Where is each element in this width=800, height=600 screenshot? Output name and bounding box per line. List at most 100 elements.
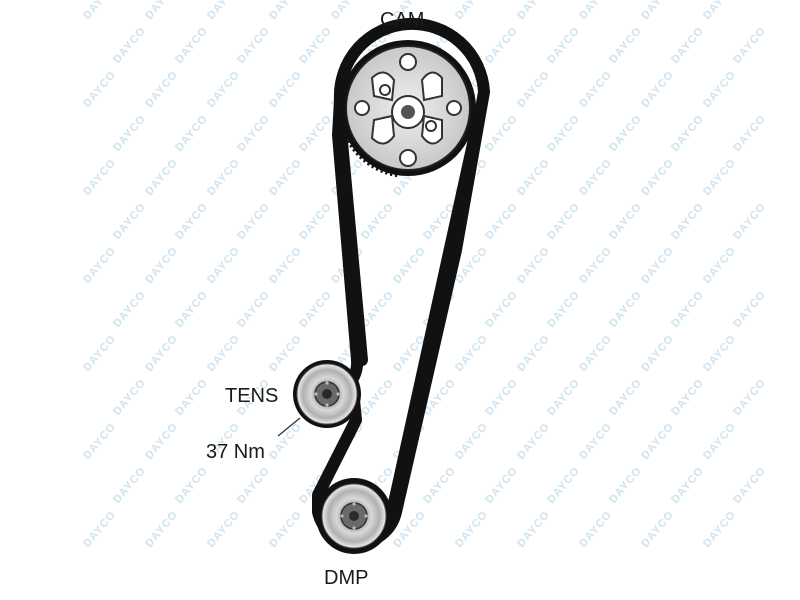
watermark-logo: DAYCO (731, 465, 768, 506)
watermark-logo: DAYCO (235, 25, 272, 66)
watermark-logo: DAYCO (111, 289, 148, 330)
watermark-logo: DAYCO (731, 201, 768, 242)
watermark-logo: DAYCO (81, 157, 118, 198)
watermark-logo: DAYCO (173, 289, 210, 330)
watermark-logo: DAYCO (111, 377, 148, 418)
watermark-logo: DAYCO (483, 201, 520, 242)
watermark-logo: DAYCO (205, 509, 242, 550)
cam-tooth (339, 120, 348, 125)
watermark-logo: DAYCO (483, 113, 520, 154)
watermark-logo: DAYCO (669, 465, 706, 506)
watermark-logo: DAYCO (731, 377, 768, 418)
watermark-logo: DAYCO (173, 113, 210, 154)
watermark-logo: DAYCO (483, 25, 520, 66)
watermark-logo: DAYCO (607, 113, 644, 154)
watermark-logo: DAYCO (607, 465, 644, 506)
damper-hub-dots (340, 502, 368, 530)
watermark-logo: DAYCO (235, 289, 272, 330)
watermark-logo: DAYCO (267, 157, 304, 198)
watermark-logo: DAYCO (81, 421, 118, 462)
watermark-logo: DAYCO (391, 245, 428, 286)
watermark-logo: DAYCO (81, 509, 118, 550)
watermark-logo: DAYCO (545, 201, 582, 242)
watermark-logo: DAYCO (297, 201, 334, 242)
watermark-logo: DAYCO (669, 201, 706, 242)
watermark-logo: DAYCO (143, 69, 180, 110)
cam-tooth (338, 111, 347, 115)
watermark-logo: DAYCO (483, 289, 520, 330)
watermark-logo: DAYCO (577, 69, 614, 110)
watermark-logo: DAYCO (111, 113, 148, 154)
cam-tooth (375, 162, 381, 171)
tensioner-pulley (293, 360, 361, 428)
watermark-logo: DAYCO (639, 509, 676, 550)
watermark-logo: DAYCO (577, 157, 614, 198)
watermark-logo: DAYCO (701, 421, 738, 462)
watermark-logo: DAYCO (111, 25, 148, 66)
watermark-logo: DAYCO (143, 421, 180, 462)
cam-tooth (384, 166, 390, 175)
watermark-logo: DAYCO (607, 201, 644, 242)
cam-pulley (338, 40, 476, 178)
watermark-logo: DAYCO (297, 289, 334, 330)
watermark-logo: DAYCO (701, 333, 738, 374)
watermark-logo: DAYCO (607, 25, 644, 66)
watermark-logo: DAYCO (267, 333, 304, 374)
watermark-logo: DAYCO (515, 421, 552, 462)
watermark-logo: DAYCO (701, 245, 738, 286)
belt-right-strand (386, 124, 482, 518)
watermark-logo: DAYCO (205, 69, 242, 110)
watermark-logo: DAYCO (701, 157, 738, 198)
watermark-logo: DAYCO (173, 201, 210, 242)
belt-left-strand (334, 114, 368, 366)
cam-trigger-teeth (338, 86, 399, 178)
watermark-logo: DAYCO (143, 333, 180, 374)
watermark-logo: DAYCO (453, 509, 490, 550)
watermark-logo: DAYCO (267, 245, 304, 286)
watermark-logo: DAYCO (577, 333, 614, 374)
watermark-logo: DAYCO (669, 289, 706, 330)
watermark-logo: DAYCO (81, 245, 118, 286)
watermark-logo: DAYCO (297, 25, 334, 66)
watermark-logo: DAYCO (143, 245, 180, 286)
watermark-logo: DAYCO (515, 0, 552, 22)
cam-tooth (340, 86, 349, 92)
watermark-logo: DAYCO (545, 113, 582, 154)
watermark-logo: DAYCO (515, 333, 552, 374)
watermark-logo: DAYCO (669, 25, 706, 66)
watermark-logo: DAYCO (453, 333, 490, 374)
watermark-logo: DAYCO (81, 333, 118, 374)
watermark-logo: DAYCO (173, 25, 210, 66)
cam-tooth (342, 129, 351, 135)
watermark-logo: DAYCO (639, 157, 676, 198)
watermark-logo: DAYCO (607, 377, 644, 418)
cam-label: CAM (380, 9, 424, 31)
watermark-logo: DAYCO (205, 157, 242, 198)
cam-tooth (349, 141, 358, 148)
watermark-logo: DAYCO (731, 289, 768, 330)
cam-tooth (352, 145, 360, 152)
cam-tooth (344, 133, 353, 139)
watermark-logo: DAYCO (267, 509, 304, 550)
watermark-logo: DAYCO (639, 0, 676, 22)
watermark-logo: DAYCO (267, 0, 304, 22)
watermark-logo: DAYCO (639, 245, 676, 286)
watermark-logo: DAYCO (297, 113, 334, 154)
watermark-logo: DAYCO (205, 0, 242, 22)
watermark-logo: DAYCO (545, 289, 582, 330)
watermark-logo: DAYCO (111, 201, 148, 242)
watermark-logo: DAYCO (329, 0, 366, 22)
watermark-logo: DAYCO (701, 509, 738, 550)
watermark-logo: DAYCO (515, 69, 552, 110)
watermark-logo: DAYCO (453, 0, 490, 22)
torque-leader-line (277, 417, 301, 437)
watermark-logo: DAYCO (577, 421, 614, 462)
watermark-logo: DAYCO (639, 421, 676, 462)
watermark-logo: DAYCO (577, 509, 614, 550)
cam-tooth (366, 158, 374, 166)
watermark-logo: DAYCO (267, 69, 304, 110)
cam-bolt-holes (354, 53, 462, 167)
watermark-logo: DAYCO (701, 0, 738, 22)
